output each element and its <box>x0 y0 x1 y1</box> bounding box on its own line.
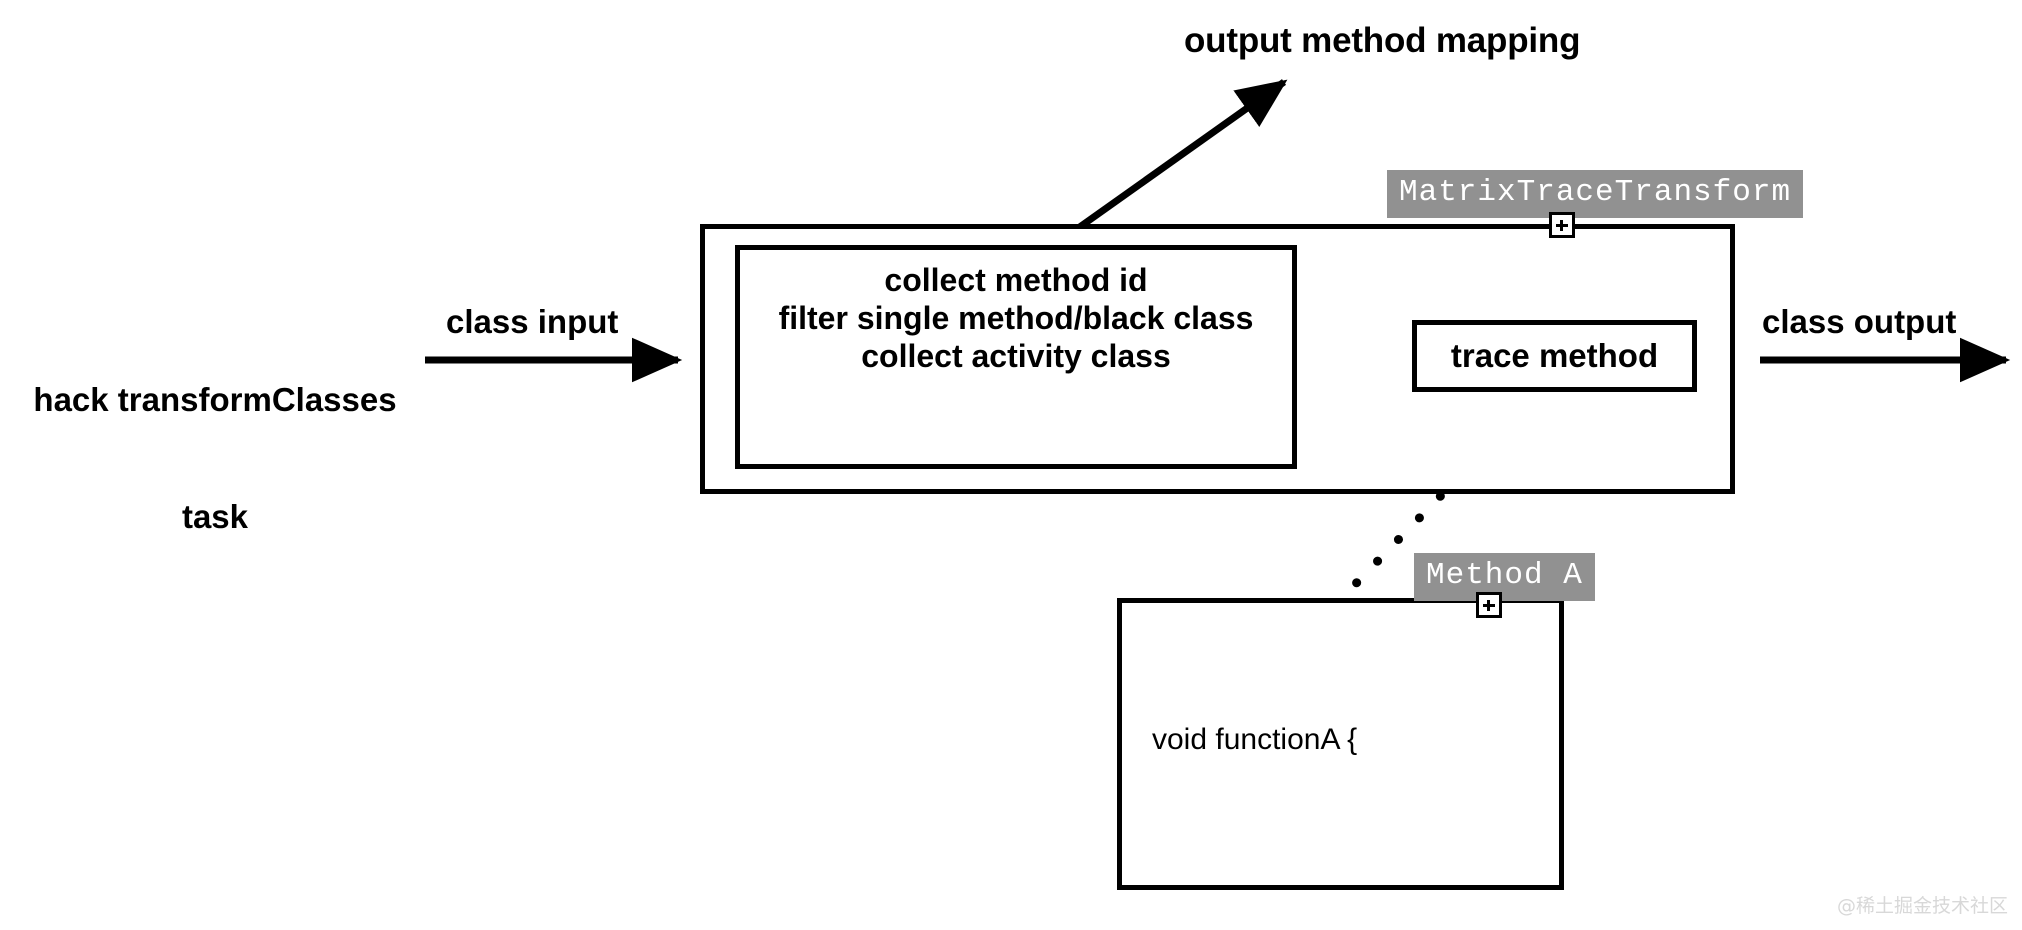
matrix-trace-transform-tag: MatrixTraceTransform <box>1387 170 1804 219</box>
method-a-tag: Method A <box>1414 553 1595 602</box>
code-blank-line <box>1152 855 1424 875</box>
source-node-label: hack transformClasses task <box>10 303 420 615</box>
processing-step-1: collect method id <box>884 262 1148 298</box>
expand-plus-icon-method-a[interactable] <box>1476 592 1502 618</box>
edge-label-class-input: class input <box>446 303 619 340</box>
expand-plus-icon-matrix[interactable] <box>1549 212 1575 238</box>
trace-method-box: trace method <box>1412 320 1697 392</box>
processing-steps-list: collect method id filter single method/b… <box>735 262 1297 375</box>
code-line-1: void functionA { <box>1152 723 1358 756</box>
source-node-line-1: hack transformClasses <box>33 380 397 418</box>
page-title: output method mapping <box>1184 21 1581 60</box>
source-node-line-2: task <box>181 497 249 535</box>
watermark: @稀土掘金技术社区 <box>1836 895 2008 917</box>
edge-label-class-output: class output <box>1762 303 1957 340</box>
method-a-code-box: void functionA { MethodBeat.i(id); … Met… <box>1117 598 1564 890</box>
processing-steps-box <box>735 245 1297 469</box>
trace-method-label: trace method <box>1450 336 1659 374</box>
processing-step-2: filter single method/black class <box>778 299 1254 336</box>
method-a-code-lines: void functionA { MethodBeat.i(id); … Met… <box>1152 625 1424 930</box>
processing-step-3: collect activity class <box>861 337 1171 374</box>
